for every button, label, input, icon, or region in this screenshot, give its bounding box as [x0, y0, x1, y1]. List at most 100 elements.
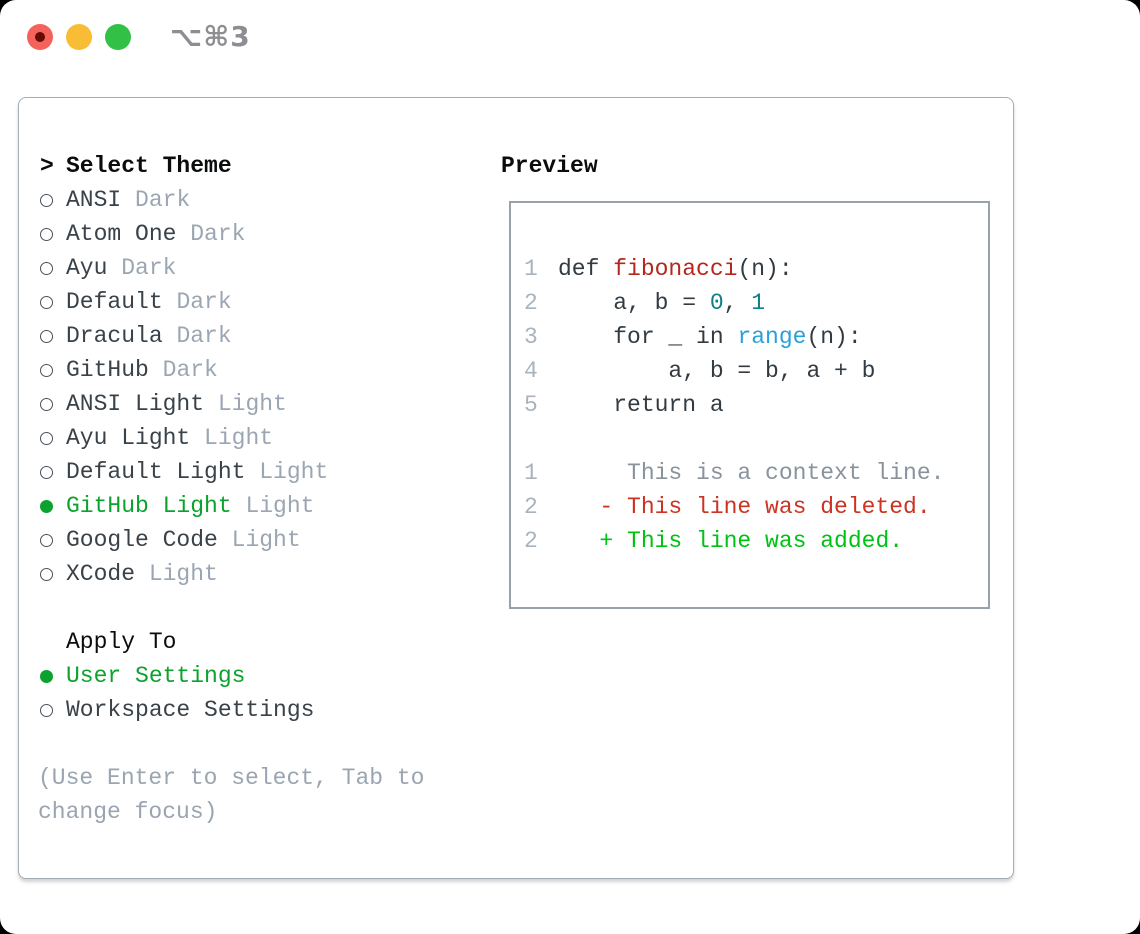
- theme-item[interactable]: ANSI Dark: [38, 183, 424, 217]
- theme-item[interactable]: Default Dark: [38, 285, 424, 319]
- theme-name: XCode: [66, 561, 136, 587]
- theme-name: Default Light: [66, 459, 246, 485]
- theme-item[interactable]: ANSI Light Light: [38, 387, 424, 421]
- select-theme-header: > Select Theme: [38, 149, 424, 183]
- radio-icon: [38, 533, 66, 547]
- code-segment-code: (n):: [737, 256, 793, 282]
- radio-icon: [38, 465, 66, 479]
- code-segment-func: fibonacci: [613, 256, 738, 282]
- theme-variant: Dark: [176, 323, 232, 349]
- spacer: [38, 591, 424, 625]
- theme-item[interactable]: XCode Light: [38, 557, 424, 591]
- radio-icon: [38, 193, 66, 207]
- code-line: 2 a, b = 0, 1: [524, 286, 944, 320]
- line-number: 3: [524, 324, 538, 350]
- apply-to-title: Apply To: [66, 629, 177, 655]
- theme-name: GitHub Light: [66, 493, 232, 519]
- theme-variant: Light: [259, 459, 329, 485]
- line-number: 2: [524, 528, 538, 554]
- radio-icon: [38, 567, 66, 581]
- apply-to-header: Apply To: [38, 625, 424, 659]
- theme-item[interactable]: Atom One Dark: [38, 217, 424, 251]
- code-line: 1 This is a context line.: [524, 456, 944, 490]
- traffic-lights: [27, 24, 131, 50]
- theme-variant: Dark: [162, 357, 218, 383]
- theme-variant: Light: [148, 561, 218, 587]
- code-line: 2 + This line was added.: [524, 524, 944, 558]
- code-line: [524, 422, 944, 456]
- code-segment-code: ,: [723, 290, 752, 316]
- theme-item[interactable]: Dracula Dark: [38, 319, 424, 353]
- theme-name: ANSI: [66, 187, 122, 213]
- code-segment-code: (n):: [806, 324, 862, 350]
- theme-name: Ayu Light: [66, 425, 191, 451]
- radio-icon: [38, 499, 66, 513]
- code-line: 4 a, b = b, a + b: [524, 354, 944, 388]
- theme-name: Default: [66, 289, 163, 315]
- theme-name: Dracula: [66, 323, 163, 349]
- theme-item[interactable]: GitHub Light Light: [38, 489, 424, 523]
- code-segment-deleted: - This line was deleted.: [558, 494, 931, 520]
- close-button[interactable]: [27, 24, 53, 50]
- titlebar: ⌥⌘3: [0, 0, 1140, 74]
- line-number: 1: [524, 256, 538, 282]
- theme-variant: Dark: [190, 221, 246, 247]
- keyboard-shortcut-label: ⌥⌘3: [170, 20, 251, 53]
- radio-icon: [38, 295, 66, 309]
- radio-icon: [38, 669, 66, 683]
- code-segment-added: + This line was added.: [558, 528, 904, 554]
- theme-variant: Light: [217, 391, 287, 417]
- apply-to-options: User Settings Workspace Settings: [38, 659, 424, 727]
- code-segment-code: def: [558, 256, 614, 282]
- theme-name: Atom One: [66, 221, 177, 247]
- apply-to-label: User Settings: [66, 663, 246, 689]
- line-number: 1: [524, 460, 538, 486]
- code-segment-number: 1: [751, 290, 766, 316]
- code-line: 1 def fibonacci(n):: [524, 252, 944, 286]
- theme-name: Ayu: [66, 255, 108, 281]
- cursor-glyph: >: [40, 153, 54, 179]
- apply-to-option[interactable]: Workspace Settings: [38, 693, 424, 727]
- code-line: 5 return a: [524, 388, 944, 422]
- theme-name: ANSI Light: [66, 391, 205, 417]
- theme-selector-panel: > Select Theme ANSI Dark Atom One Dark A…: [18, 97, 1014, 879]
- theme-name: GitHub: [66, 357, 149, 383]
- code-line: 3 for _ in range(n):: [524, 320, 944, 354]
- zoom-button[interactable]: [105, 24, 131, 50]
- theme-variant: Light: [245, 493, 315, 519]
- select-theme-title: Select Theme: [66, 153, 232, 179]
- line-number: 2: [524, 494, 538, 520]
- theme-item[interactable]: Ayu Light Light: [38, 421, 424, 455]
- theme-variant: Dark: [176, 289, 232, 315]
- line-number: 2: [524, 290, 538, 316]
- theme-item[interactable]: Default Light Light: [38, 455, 424, 489]
- theme-item[interactable]: GitHub Dark: [38, 353, 424, 387]
- radio-icon: [38, 397, 66, 411]
- code-segment-code: a, b = b, a + b: [558, 358, 876, 384]
- radio-icon: [38, 363, 66, 377]
- apply-to-option[interactable]: User Settings: [38, 659, 424, 693]
- code-segment-code: for _ in: [558, 324, 738, 350]
- theme-variant: Dark: [135, 187, 191, 213]
- theme-name: Google Code: [66, 527, 218, 553]
- code-segment-number: 0: [709, 290, 724, 316]
- code-segment-builtin: range: [737, 324, 807, 350]
- theme-list: > Select Theme ANSI Dark Atom One Dark A…: [38, 149, 424, 829]
- focus-cursor: >: [38, 153, 66, 179]
- radio-icon: [38, 329, 66, 343]
- radio-icon: [38, 261, 66, 275]
- minimize-button[interactable]: [66, 24, 92, 50]
- apply-to-label: Workspace Settings: [66, 697, 315, 723]
- unsaved-dot-icon: [35, 32, 45, 42]
- line-number: 5: [524, 392, 538, 418]
- code-segment-code: return a: [558, 392, 724, 418]
- radio-icon: [38, 227, 66, 241]
- theme-options: ANSI Dark Atom One Dark Ayu Dark Default…: [38, 183, 424, 591]
- theme-item[interactable]: Ayu Dark: [38, 251, 424, 285]
- theme-item[interactable]: Google Code Light: [38, 523, 424, 557]
- help-text-line-2: change focus): [38, 799, 218, 825]
- theme-variant: Light: [204, 425, 274, 451]
